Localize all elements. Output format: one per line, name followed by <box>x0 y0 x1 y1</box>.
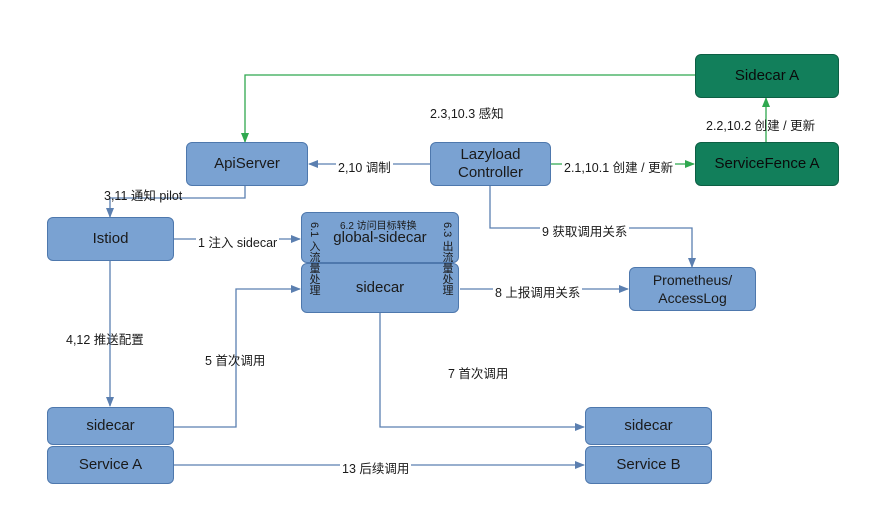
istiod-node[interactable]: Istiod <box>47 217 174 261</box>
service-a-node[interactable]: Service A <box>47 446 174 484</box>
step-6-2-label: 6.2 访问目标转换 <box>340 221 417 232</box>
servicefence-a-label: ServiceFence A <box>714 155 820 172</box>
sidecar-a-label: Sidecar A <box>734 67 800 84</box>
lazyload-label-line2: Controller <box>457 164 524 181</box>
edge-label-first-call-7: 7 首次调用 <box>448 367 509 381</box>
sidecar-left-node[interactable]: sidecar <box>47 407 174 445</box>
service-a-label: Service A <box>78 456 143 473</box>
lazyload-label-line1: Lazyload <box>460 146 521 163</box>
apiserver-label: ApiServer <box>214 155 280 172</box>
edge-label-schedule: 2,10 调制 <box>336 157 393 176</box>
edge-label-report-relations: 8 上报调用关系 <box>493 282 583 301</box>
edge-label-sense: 2.3,10.3 感知 <box>430 107 504 121</box>
sidecar-a-node[interactable]: Sidecar A <box>695 54 839 98</box>
edge-label-push-config: 4,12 推送配置 <box>66 333 144 347</box>
lazyload-controller-node[interactable]: Lazyload Controller <box>430 142 551 186</box>
prometheus-label-line2: AccessLog <box>658 290 727 306</box>
edge-sidecar-a-to-apiserver <box>241 74 695 143</box>
edge-label-subsequent-call: 13 后续调用 <box>340 458 412 477</box>
edge-label-first-call-5: 5 首次调用 <box>205 354 266 368</box>
step-6-3-label: 6.3 出流量处理 <box>441 222 453 296</box>
step-6-1-label: 6.1 入流量处理 <box>308 222 320 296</box>
sidecar-right-label: sidecar <box>624 417 673 434</box>
edge-center-to-sidecar-right <box>379 313 585 431</box>
servicefence-a-node[interactable]: ServiceFence A <box>695 142 839 186</box>
edge-label-fetch-relations: 9 获取调用关系 <box>540 221 630 240</box>
sidecar-center-label: sidecar <box>355 279 405 296</box>
istiod-label: Istiod <box>92 230 129 247</box>
apiserver-node[interactable]: ApiServer <box>186 142 308 186</box>
service-b-label: Service B <box>616 456 681 473</box>
sidecar-left-label: sidecar <box>86 417 135 434</box>
global-sidecar-node[interactable]: global-sidecar <box>301 212 459 263</box>
prometheus-label-line1: Prometheus/ <box>652 272 733 288</box>
prometheus-accesslog-node[interactable]: Prometheus/ AccessLog <box>629 267 756 311</box>
edge-label-create-fence: 2.1,10.1 创建 / 更新 <box>562 157 676 176</box>
edge-label-create-sidecar: 2.2,10.2 创建 / 更新 <box>706 119 816 133</box>
edge-label-notify-pilot: 3,11 通知 pilot <box>104 189 183 203</box>
sidecar-center-node[interactable]: sidecar <box>301 263 459 313</box>
edge-label-inject-sidecar: 1 注入 sidecar <box>196 232 280 251</box>
edge-apiserver-to-istiod <box>106 186 246 218</box>
global-sidecar-label: global-sidecar <box>333 229 427 246</box>
edge-sidecar-left-to-center <box>174 285 301 428</box>
sidecar-right-node[interactable]: sidecar <box>585 407 712 445</box>
service-b-node[interactable]: Service B <box>585 446 712 484</box>
